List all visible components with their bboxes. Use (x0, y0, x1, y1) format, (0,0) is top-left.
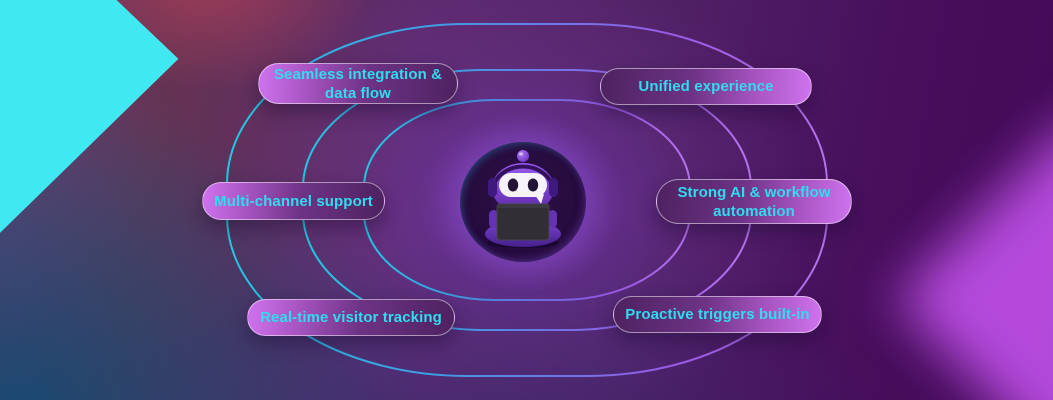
feature-pill-strong-ai-workflow: Strong AI & workflow automation (656, 179, 852, 224)
feature-pill-label: Unified experience (638, 78, 774, 95)
feature-pill-label: Proactive triggers built-in (625, 306, 810, 323)
feature-pill-multi-channel-support: Multi-channel support (202, 182, 385, 220)
feature-pill-unified-experience: Unified experience (600, 68, 812, 105)
feature-pill-label: Strong AI & workflow automation (677, 183, 831, 220)
chatbot-avatar-circle (460, 142, 586, 262)
feature-pill-label: Real-time visitor tracking (260, 309, 442, 326)
chatbot-robot-icon (485, 150, 561, 248)
feature-pill-real-time-visitor-tracking: Real-time visitor tracking (247, 299, 455, 336)
feature-pill-label: Seamless integration & data flow (273, 65, 443, 102)
feature-pill-label: Multi-channel support (214, 192, 373, 210)
feature-pill-seamless-integration: Seamless integration & data flow (258, 63, 458, 104)
feature-pill-proactive-triggers: Proactive triggers built-in (613, 296, 822, 333)
